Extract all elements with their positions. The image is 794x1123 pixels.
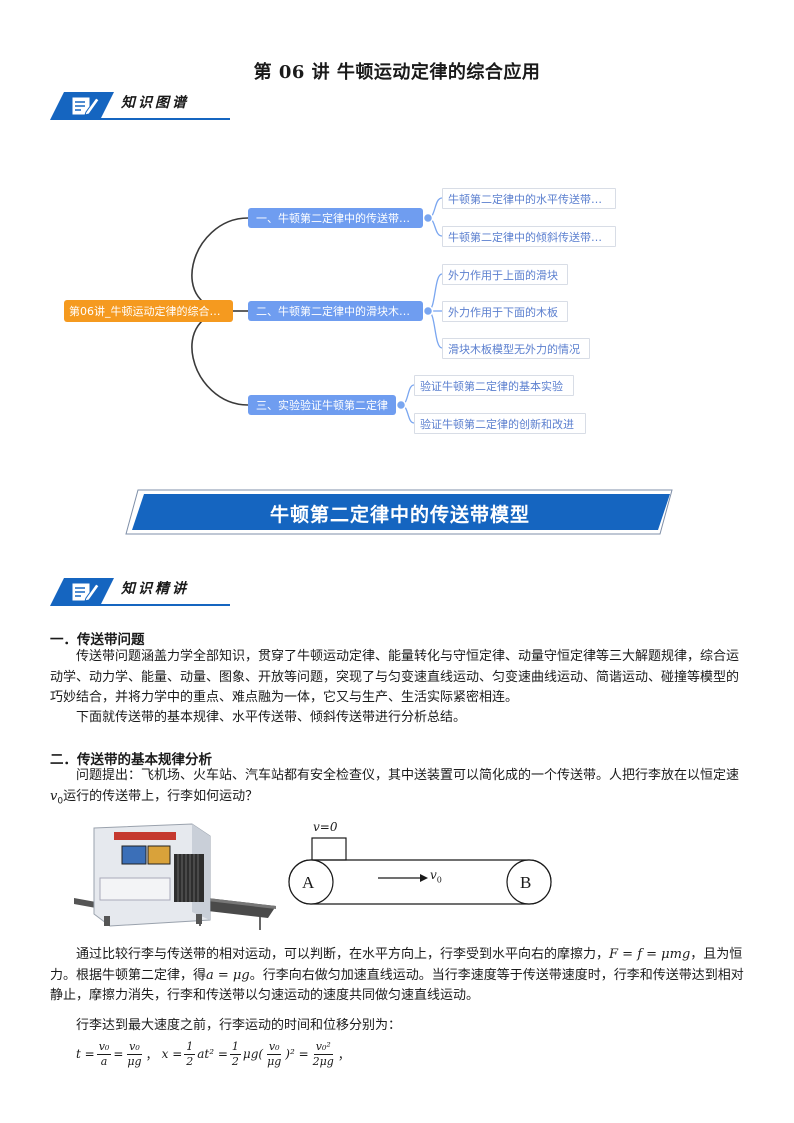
mindmap-branch-slider[interactable]: 二、牛顿第二定律中的滑块木… [248, 301, 423, 321]
notepad-pencil-icon [71, 96, 100, 116]
page-title: 第 06 讲 牛顿运动定律的综合应用 [253, 62, 541, 83]
banner-title: 牛顿第二定律中的传送带模型 [269, 504, 530, 526]
paragraph-question: 问题提出：飞机场、火车站、汽车站都有安全检查仪，其中送装置可以简化成的一个传送带… [50, 768, 740, 807]
mindmap-leaf[interactable]: 验证牛顿第二定律的基本实验 [414, 375, 574, 396]
collapse-dot[interactable] [395, 399, 407, 411]
roller-b [506, 859, 552, 905]
mindmap-leaf[interactable]: 验证牛顿第二定律的创新和改进 [414, 413, 586, 434]
mindmap-leaf[interactable]: 滑块木板模型无外力的情况 [442, 338, 590, 359]
xray-scanner-illustration [74, 823, 276, 930]
roller-a-label: A [302, 873, 315, 892]
mindmap-leaf[interactable]: 外力作用于上面的滑块 [442, 264, 568, 285]
mindmap-branch-conveyor[interactable]: 一、牛顿第二定律中的传送带… [248, 208, 423, 228]
paragraph-intro: 传送带问题涵盖力学全部知识，贯穿了牛顿运动定律、能量转化与守恒定律、动量守恒定律… [50, 649, 740, 705]
initial-velocity-label: v=0 [313, 820, 338, 834]
heading-basic-rules: 二．传送带的基本规律分析 [50, 752, 212, 768]
paragraph-time-displacement: 行李达到最大速度之前，行李运动的时间和位移分别为： [76, 1018, 402, 1033]
roller-a [288, 859, 334, 905]
section-header-map [50, 92, 230, 120]
section-banner [125, 489, 673, 535]
conveyor-belt-diagram [288, 837, 552, 905]
luggage-block [311, 837, 347, 861]
section-label-lecture: 知识精讲 [121, 581, 189, 597]
mindmap-leaf[interactable]: 牛顿第二定律中的水平传送带… [442, 188, 616, 209]
section-label-map: 知识图谱 [121, 95, 189, 111]
section-header-lecture [50, 578, 230, 606]
roller-b-label: B [520, 873, 532, 892]
belt-velocity-label: v0 [430, 868, 442, 885]
paragraph-outline: 下面就传送带的基本规律、水平传送带、倾斜传送带进行分析总结。 [76, 710, 467, 725]
mindmap-root[interactable]: 第06讲_牛顿运动定律的综合… [64, 300, 233, 322]
notepad-pencil-icon [71, 582, 100, 602]
collapse-dot[interactable] [422, 212, 434, 224]
mindmap-leaf[interactable]: 外力作用于下面的木板 [442, 301, 568, 322]
heading-conveyor-problem: 一．传送带问题 [50, 632, 145, 648]
paragraph-analysis: 通过比较行李与传送带的相对运动，可以判断，在水平方向上，行李受到水平向右的摩擦力… [50, 947, 744, 1003]
mindmap-branch-experiment[interactable]: 三、实验验证牛顿第二定律 [248, 395, 396, 415]
collapse-dot[interactable] [422, 305, 434, 317]
mindmap-leaf[interactable]: 牛顿第二定律中的倾斜传送带… [442, 226, 616, 247]
